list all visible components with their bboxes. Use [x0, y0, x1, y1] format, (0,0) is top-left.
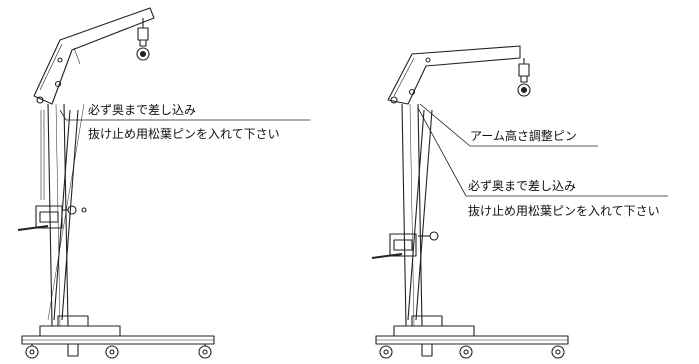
left-hook: [136, 18, 150, 61]
left-wheels: [25, 344, 212, 359]
left-pump: [17, 205, 87, 231]
left-callout-leader: [59, 109, 310, 121]
right-callout-line2: 抜け止め用松葉ピンを入れて下さい: [468, 204, 660, 218]
left-arm: [33, 7, 155, 105]
right-callout-line1: 必ず奥まで差し込み: [468, 179, 577, 193]
right-height-pin-label: アーム高さ調整ピン: [470, 129, 577, 143]
right-mast: [401, 103, 423, 327]
right-hydraulic-ram: [407, 109, 433, 321]
right-arm: [387, 45, 521, 105]
right-callout-leaders: [417, 103, 668, 197]
right-wheels: [379, 345, 565, 359]
left-base-frame: [21, 315, 215, 357]
right-base-frame: [375, 315, 569, 357]
right-pump: [371, 231, 439, 259]
left-callout-line1: 必ず奥まで差し込み: [88, 103, 197, 117]
left-callout-line2: 抜け止め用松葉ピンを入れて下さい: [88, 127, 280, 141]
right-hook: [517, 58, 531, 97]
